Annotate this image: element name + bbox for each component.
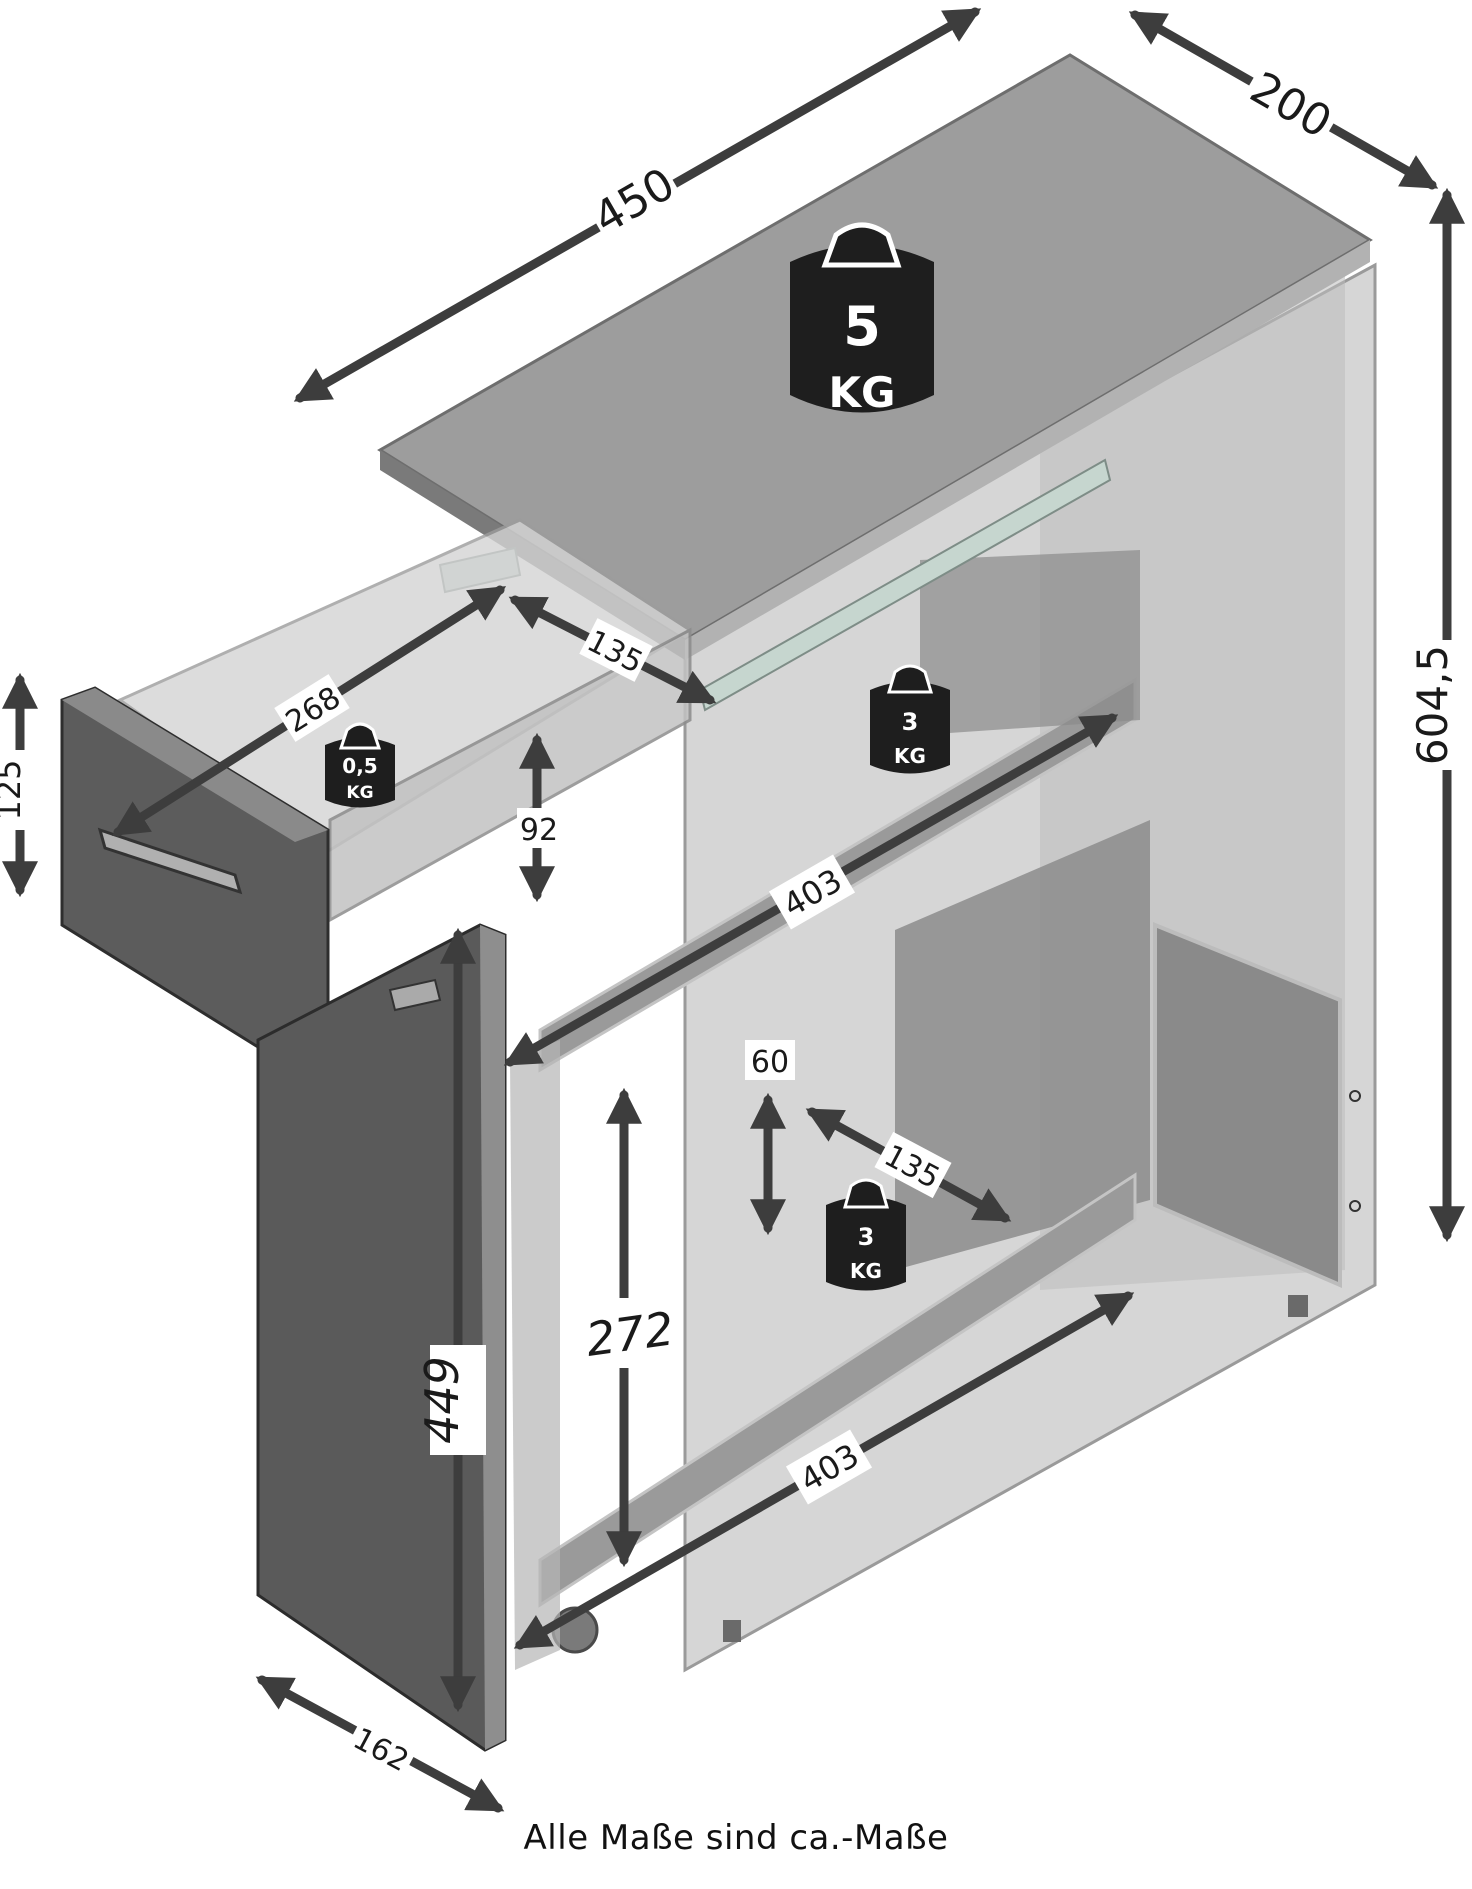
upper-shelf-board bbox=[920, 550, 1140, 735]
side-board bbox=[1153, 922, 1342, 1289]
hinge-mark-upper bbox=[1349, 1090, 1361, 1102]
caption: Alle Maße sind ca.-Maße bbox=[523, 1818, 949, 1858]
weight-icon-top: 5 KG bbox=[790, 222, 934, 417]
weight-icon-drawer: 0,5 KG bbox=[325, 722, 395, 808]
hinge-mark-lower bbox=[1349, 1200, 1361, 1212]
weight-lower-shelf-unit: KG bbox=[850, 1259, 882, 1283]
dim-drawer-inner-height-label: 92 bbox=[520, 813, 558, 848]
drawer-handle bbox=[97, 827, 243, 895]
door bbox=[256, 923, 560, 1752]
weight-top-unit: KG bbox=[828, 368, 895, 417]
weight-icon-upper-shelf: 3 KG bbox=[870, 664, 950, 774]
door-basket bbox=[510, 1040, 560, 1670]
weight-drawer-value: 0,5 bbox=[342, 754, 377, 778]
weight-icon-lower-shelf: 3 KG bbox=[826, 1178, 906, 1291]
dim-drawer-height-label: 125 bbox=[0, 759, 28, 820]
dim-basket-rail-height-label: 60 bbox=[751, 1045, 789, 1080]
weight-top-value: 5 bbox=[843, 295, 881, 358]
dim-basket-height-label: 272 bbox=[583, 1301, 677, 1367]
door-panel bbox=[256, 923, 507, 1752]
foot-back bbox=[1288, 1295, 1308, 1317]
dim-door-height-label: 449 bbox=[415, 1356, 469, 1444]
drawer-rail-back bbox=[698, 458, 1112, 712]
weight-upper-shelf-unit: KG bbox=[894, 744, 926, 768]
weight-upper-shelf-value: 3 bbox=[902, 708, 919, 736]
weight-lower-shelf-value: 3 bbox=[858, 1223, 875, 1251]
dim-height-total-label: 604,5 bbox=[1408, 645, 1457, 765]
weight-drawer-unit: KG bbox=[346, 783, 373, 803]
top-plate-edge-right bbox=[685, 240, 1370, 660]
door-edge bbox=[480, 925, 505, 1750]
dimension-labels: 450 200 604,5 125 268 135 92 403 403 272… bbox=[0, 56, 1472, 1781]
foot-front bbox=[723, 1620, 741, 1642]
